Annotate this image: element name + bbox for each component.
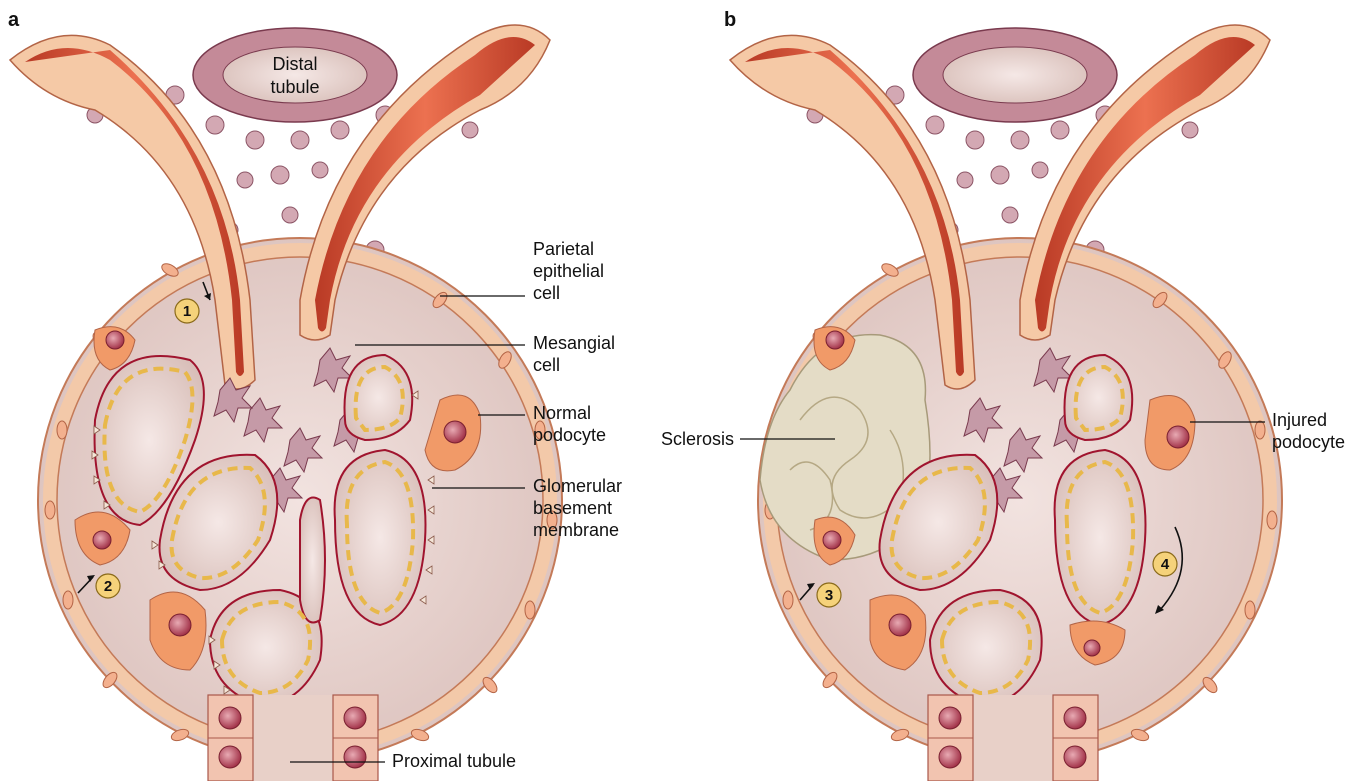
- injured-podocyte-label-2: podocyte: [1272, 432, 1345, 452]
- svg-text:2: 2: [104, 578, 112, 595]
- gbm-label-3: membrane: [533, 520, 619, 540]
- parietal-label-1: Parietal: [533, 239, 594, 259]
- panel-a: a: [8, 9, 622, 781]
- distal-tubule-label-1: Distal: [272, 54, 317, 74]
- panel-b: b: [661, 9, 1345, 781]
- sclerosis-label: Sclerosis: [661, 429, 734, 449]
- normal-podocyte-label-1: Normal: [533, 403, 591, 423]
- svg-text:4: 4: [1161, 556, 1170, 573]
- panel-b-letter: b: [724, 9, 736, 31]
- gbm-label-1: Glomerular: [533, 476, 622, 496]
- distal-tubule-b: [913, 28, 1117, 122]
- mesangial-label-2: cell: [533, 355, 560, 375]
- distal-tubule-a: Distal tubule: [193, 28, 397, 122]
- svg-text:3: 3: [825, 587, 833, 604]
- proximal-tubule-b: [928, 695, 1098, 781]
- mesangial-label-1: Mesangial: [533, 333, 615, 353]
- distal-tubule-label-2: tubule: [270, 77, 319, 97]
- injured-podocyte-label-1: Injured: [1272, 410, 1327, 430]
- parietal-label-3: cell: [533, 283, 560, 303]
- proximal-tubule-a: [208, 695, 378, 781]
- gbm-label-2: basement: [533, 498, 612, 518]
- normal-podocyte-label-2: podocyte: [533, 425, 606, 445]
- svg-text:1: 1: [183, 303, 191, 320]
- panel-a-letter: a: [8, 9, 20, 31]
- parietal-label-2: epithelial: [533, 261, 604, 281]
- proximal-tubule-label: Proximal tubule: [392, 751, 516, 771]
